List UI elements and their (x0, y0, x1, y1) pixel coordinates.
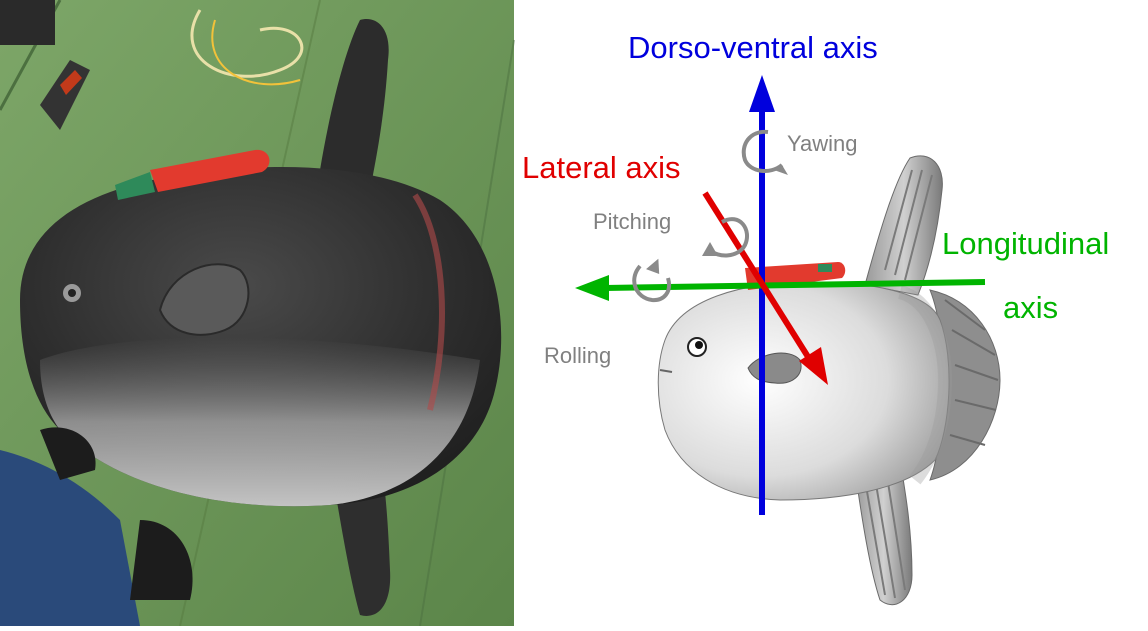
pitching-label: Pitching (593, 211, 671, 233)
sunfish-photo (0, 0, 514, 626)
lateral-axis-label: Lateral axis (522, 152, 681, 183)
longitudinal-arrowhead (575, 275, 609, 301)
longitudinal-axis-label-line2: axis (1003, 292, 1058, 323)
longitudinal-axis-label-line1: Longitudinal (942, 228, 1109, 259)
rolling-rotation-icon (634, 256, 669, 300)
dark-object (0, 0, 55, 45)
cartoon-body (658, 282, 949, 500)
yawing-label: Yawing (787, 133, 858, 155)
yawing-rotation-icon (744, 132, 788, 175)
dorso-ventral-axis-label: Dorso-ventral axis (628, 32, 878, 63)
rolling-label: Rolling (544, 345, 611, 367)
sunfish-cartoon (658, 156, 1000, 605)
dorso-ventral-arrowhead (749, 75, 775, 112)
